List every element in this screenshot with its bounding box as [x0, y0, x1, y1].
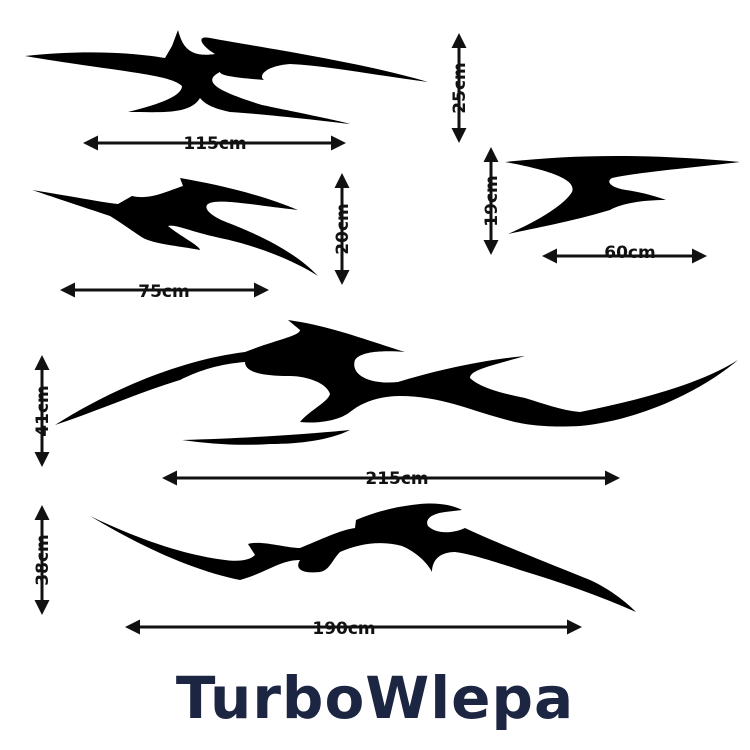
- decal-4-width-label: 215cm: [365, 469, 428, 489]
- decal-2-shape: [32, 178, 318, 276]
- decal-5-shape: [90, 503, 636, 612]
- decal-4-height-label: 41cm: [33, 385, 53, 436]
- decal-1-shape: [25, 30, 428, 124]
- decal-3-shape: [505, 156, 740, 234]
- decal-2-height-label: 20cm: [333, 203, 353, 254]
- decal-1-width-label: 115cm: [183, 134, 246, 154]
- decal-5-height-label: 38cm: [33, 534, 53, 585]
- decal-3-height-label: 19cm: [482, 175, 502, 226]
- decal-1-height-label: 25cm: [450, 62, 470, 113]
- brand-logo-text: TurboWlepa: [175, 664, 575, 732]
- decal-3-width-label: 60cm: [604, 243, 655, 263]
- decal-4-shape: [55, 320, 738, 445]
- decal-5-width-label: 190cm: [312, 619, 375, 639]
- decal-2-width-label: 75cm: [138, 282, 189, 302]
